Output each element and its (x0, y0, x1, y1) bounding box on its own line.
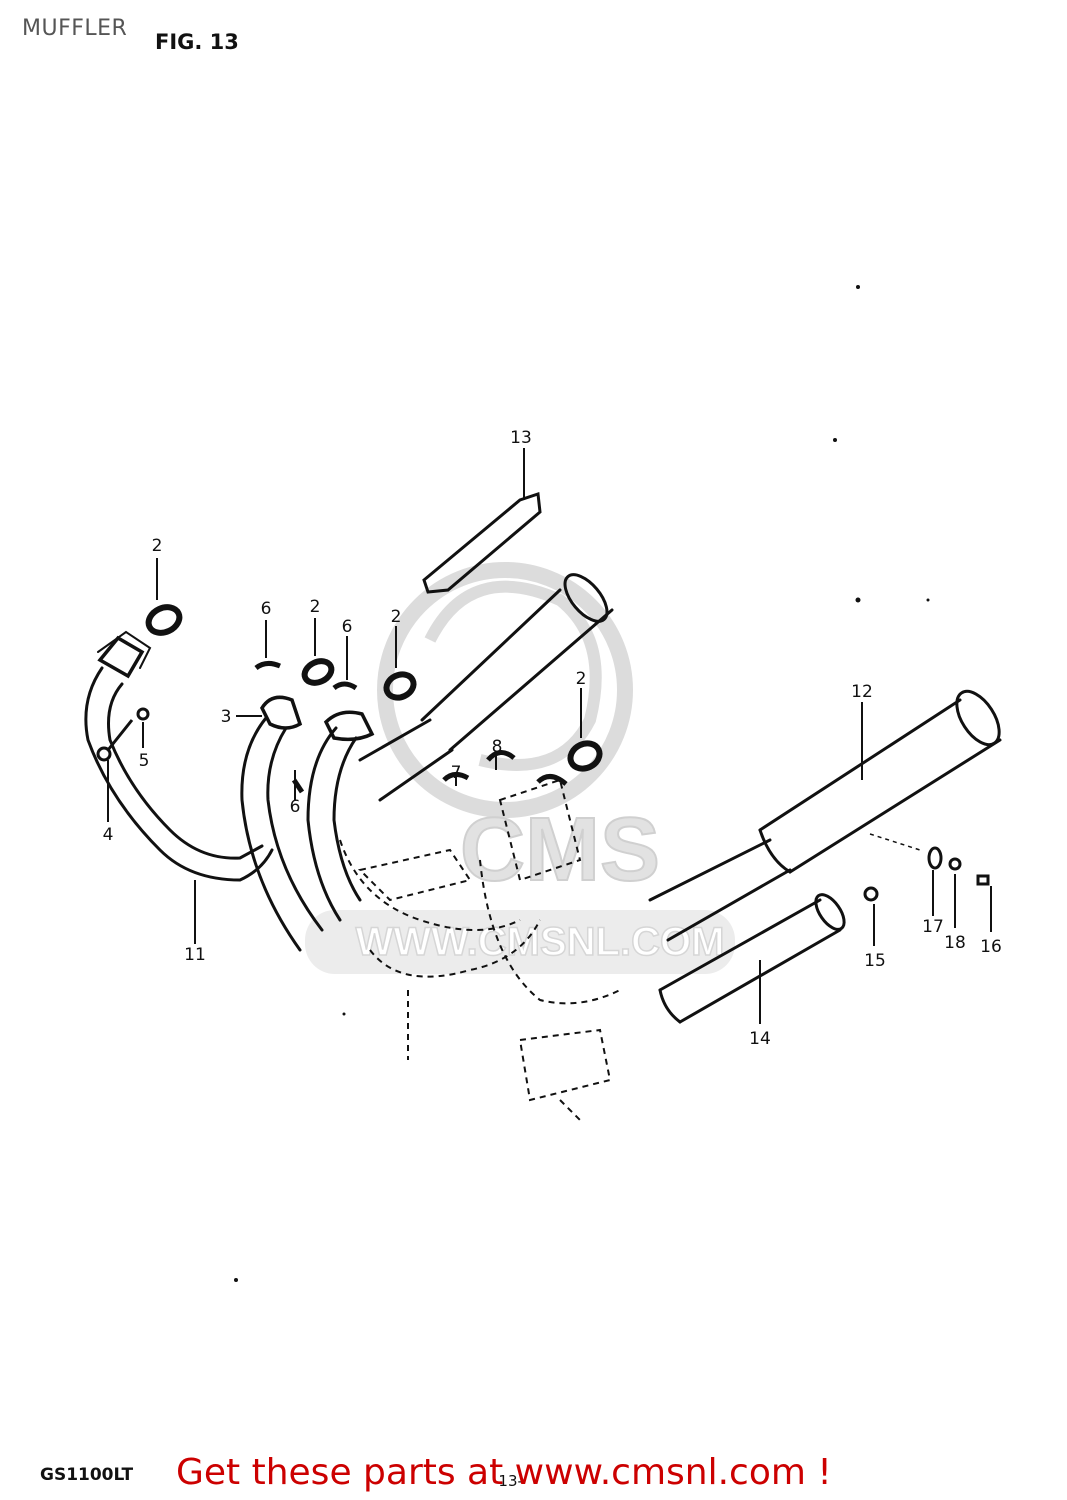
watermark-url-text: WWW.CMSNL.COM (356, 920, 725, 964)
callout-17: 17 (922, 917, 944, 937)
callout-15: 15 (864, 951, 886, 971)
callout-2-a: 2 (152, 536, 163, 556)
bracket-13 (422, 491, 542, 594)
callout-11: 11 (184, 945, 206, 965)
callout-7: 7 (451, 763, 462, 783)
watermark: CMS WWW.CMSNL.COM (305, 562, 735, 974)
fasteners (96, 707, 990, 902)
figure-label: FIG. 13 (155, 30, 239, 54)
get-parts-link[interactable]: Get these parts at www.cmsnl.com ! (176, 1452, 832, 1493)
watermark-lion-head (424, 580, 602, 771)
callout-6-a: 6 (261, 599, 272, 619)
watermark-logo-text: CMS (460, 800, 660, 900)
model-code: GS1100LT (40, 1465, 134, 1485)
exhaust-pipe-inner (306, 710, 375, 922)
page-number: -13- (493, 1472, 523, 1490)
callout-6-c: 6 (290, 797, 301, 817)
callout-2-c: 2 (391, 607, 402, 627)
muffler-12 (648, 689, 1002, 942)
callout-8: 8 (492, 737, 503, 757)
callout-4: 4 (103, 825, 114, 845)
collector-dashed (339, 778, 621, 1121)
callout-5: 5 (139, 751, 150, 771)
scan-specks (234, 285, 930, 1282)
callout-3: 3 (221, 707, 232, 727)
callout-labels: 2 6 2 6 2 13 2 12 3 5 4 6 7 8 11 17 18 1… (103, 428, 1002, 1049)
callout-6-b: 6 (342, 617, 353, 637)
callout-18: 18 (944, 933, 966, 953)
leader-lines (107, 448, 992, 1024)
exhaust-pipe-middle (240, 695, 324, 952)
muffler-upper (358, 573, 614, 802)
callout-2-b: 2 (310, 597, 321, 617)
callout-14: 14 (749, 1029, 771, 1049)
gaskets-2 (145, 604, 603, 772)
exhaust-pipe-11 (84, 630, 274, 882)
callout-2-d: 2 (576, 669, 587, 689)
callout-12: 12 (851, 682, 873, 702)
clamps (254, 660, 568, 794)
watermark-url-band (305, 910, 735, 974)
callout-16: 16 (980, 937, 1002, 957)
callout-13: 13 (510, 428, 532, 448)
section-title: MUFFLER (22, 16, 128, 41)
watermark-ring (377, 562, 633, 818)
